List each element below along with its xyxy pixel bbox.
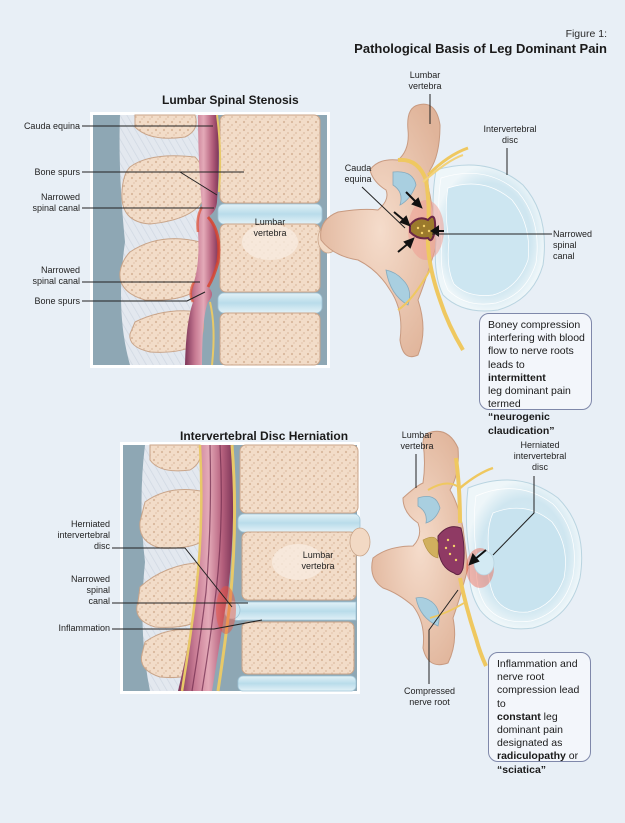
stenosis-info-box: Boney compression interfering with blood… [479,313,592,437]
label-line: canal [553,251,575,261]
label-axial-cauda-equina: Cauda equina [338,163,378,185]
label-line: spinal [86,585,110,595]
info-line: dominant pain [497,724,563,737]
label-line: Intervertebral [483,124,537,134]
label-line: Narrowed [70,574,110,584]
vertebral-body [219,312,321,366]
info-line: claudication” [488,425,585,438]
label-lumbar-vertebra: Lumbar vertebra [240,217,300,239]
info-line: termed “neurogenic [488,398,585,424]
label-narrowed-canal-top: Narrowed spinal canal [0,192,80,214]
label-line: canal [88,596,110,606]
label-line: disc [501,135,518,145]
compressed-nerve-root [458,577,488,667]
info-line: Boney compression [488,319,581,331]
vertebral-body [241,621,355,675]
intervertebral-disc [217,292,323,314]
herniated-disc [226,601,357,621]
label-herniation-axial-vertebra: Lumbar vertebra [392,430,442,452]
compression-arrow [468,549,487,566]
info-emphasis: intermittent [488,371,546,384]
label-line: equina [344,174,372,184]
label-line: vertebra [253,228,287,238]
label-line: Lumbar [401,430,433,440]
label-cauda-equina: Cauda equina [23,121,80,131]
info-line: “sciatica” [497,764,584,777]
inflammation-area [216,586,236,634]
label-line: nerve root [409,697,450,707]
info-emphasis: “sciatica” [497,763,547,776]
info-text: or [565,750,579,763]
label-axial-lumbar-vertebra: Lumbar vertebra [400,70,450,92]
info-text: leg [540,710,558,723]
stenosis-section-title: Lumbar Spinal Stenosis [162,93,299,107]
vertebral-body [239,444,359,514]
label-line: Herniated [520,440,560,450]
label-herniation-lumbar-vertebra: Lumbar vertebra [288,550,348,572]
label-line: Compressed [403,686,456,696]
info-line: leads to intermittent [488,359,585,385]
label-line: intervertebral [57,530,110,540]
nerve-root [454,457,462,524]
info-line: interfering with blood [488,332,585,345]
label-axial-intervertebral-disc: Intervertebral disc [470,124,550,146]
label-line: vertebra [301,561,335,571]
spinous-process [134,114,197,139]
label-line: vertebra [400,441,434,451]
label-herniation-axial-disc: Herniated intervertebral disc [505,440,575,473]
info-emphasis: radiculopathy [497,750,566,763]
info-text: leads to [488,358,525,371]
info-emphasis: claudication” [488,424,555,437]
info-emphasis: “neurogenic [488,411,550,424]
label-line: disc [531,462,548,472]
label-bone-spurs-top: Bone spurs [34,167,80,177]
label-axial-narrowed-canal: Narrowed spinal canal [553,229,613,262]
label-line: vertebra [408,81,442,91]
label-line: Narrowed [553,229,593,239]
stenosis-axial-illustration [320,103,545,358]
label-bone-spurs-bottom: Bone spurs [34,296,80,306]
label-line: Lumbar [254,217,286,227]
info-line: flow to nerve roots [488,345,574,358]
label-line: disc [93,541,110,551]
info-line: constant leg [497,711,584,724]
figure-number: Figure 1: [565,28,607,40]
info-line: compression lead to [497,684,580,710]
label-line: spinal [553,240,577,250]
herniation-section-title: Intervertebral Disc Herniation [180,429,349,443]
label-line: spinal canal [32,203,80,213]
label-line: Narrowed [40,192,80,202]
thecal-sac [437,526,465,576]
info-text: termed [488,398,521,411]
label-herniated-disc: Herniated intervertebral disc [0,519,110,552]
herniation-info-box: Inflammation and nerve root compression … [488,652,591,776]
info-line: leg dominant pain [488,385,571,398]
stenosis-sagittal-illustration [90,112,339,368]
label-inflammation: Inflammation [58,623,110,633]
info-line: Inflammation and [497,658,578,670]
label-line: Lumbar [409,70,441,80]
intervertebral-disc [237,675,357,692]
label-line: Herniated [70,519,110,529]
herniation-axial-illustration [371,430,583,667]
label-line: Cauda [344,163,372,173]
info-line: designated as [497,737,563,750]
label-compressed-nerve-root: Compressed nerve root [397,686,462,708]
label-narrowed-canal-bottom: Narrowed spinal canal [0,265,80,287]
vertebral-body [219,114,321,204]
label-line: intervertebral [513,451,567,461]
label-line: spinal canal [32,276,80,286]
info-emphasis: constant [497,710,541,723]
info-line: nerve root [497,671,545,684]
figure-title: Pathological Basis of Leg Dominant Pain [354,41,607,56]
label-narrowed-spinal-canal: Narrowed spinal canal [0,574,110,607]
spinous-process [149,444,202,472]
label-line: Lumbar [302,550,334,560]
label-line: Narrowed [40,265,80,275]
info-line: radiculopathy or [497,750,584,763]
intervertebral-disc [237,513,361,533]
